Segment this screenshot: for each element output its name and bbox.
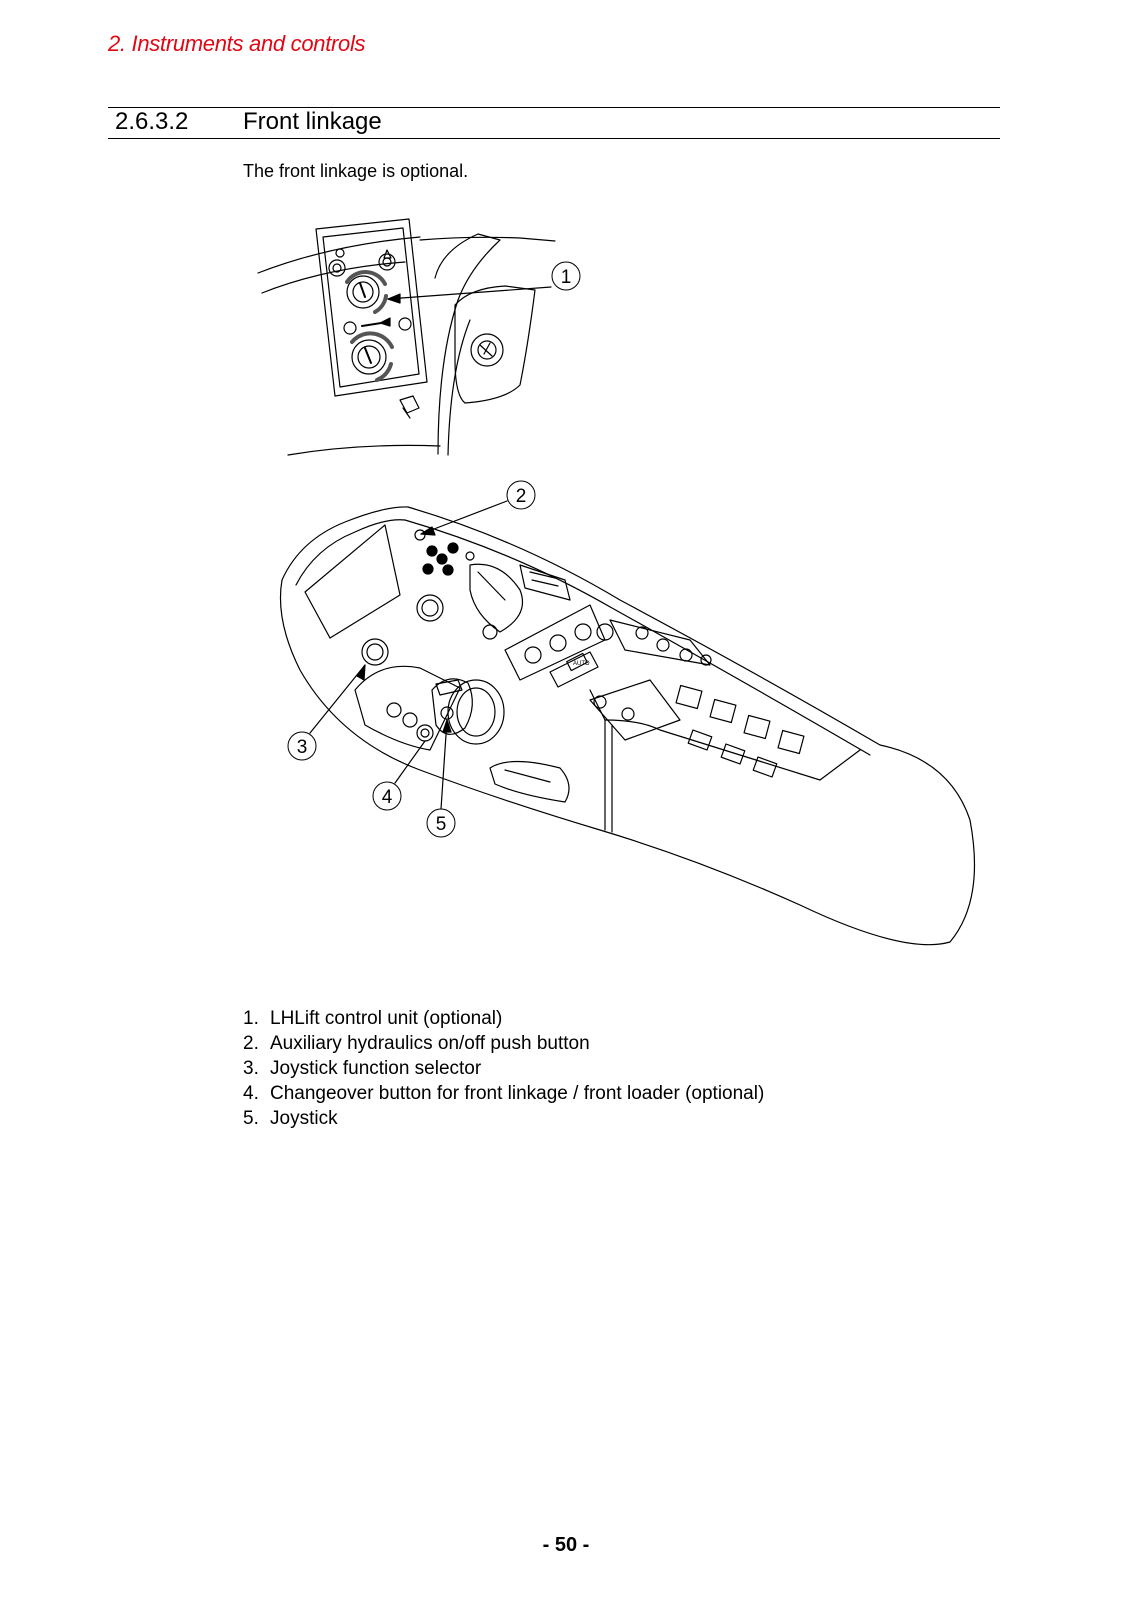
legend-number: 1.	[243, 1008, 259, 1029]
callout-5: 5	[426, 808, 456, 838]
section-rule-top	[108, 107, 1000, 108]
page-number: - 50 -	[542, 1534, 590, 1556]
joystick	[431, 678, 505, 745]
legend-text: Joystick	[270, 1108, 338, 1129]
callout-1: 1	[551, 261, 581, 291]
legend-text: Changeover button for front linkage / fr…	[270, 1083, 765, 1104]
running-head: 2. Instruments and controls	[108, 31, 366, 56]
legend-number: 5.	[243, 1108, 259, 1129]
callout-4: 4	[372, 781, 402, 811]
legend-item: 1. LHLift control unit (optional)	[243, 1006, 764, 1031]
callout-1-label: 1	[561, 267, 572, 288]
legend-item: 5. Joystick	[243, 1106, 764, 1131]
legend-item: 3. Joystick function selector	[243, 1056, 764, 1081]
aux-hydraulics-buttons	[414, 529, 475, 576]
callout-4-label: 4	[382, 787, 393, 808]
section-number: 2.6.3.2	[115, 108, 189, 135]
intro-text: The front linkage is optional.	[243, 161, 469, 181]
lhlift-panel	[315, 218, 428, 397]
auto-label: AUTO	[573, 661, 590, 667]
lhlift-drawing	[257, 218, 556, 456]
callout-2-label: 2	[516, 486, 527, 507]
section-title: Front linkage	[243, 108, 382, 135]
legend-text: Auxiliary hydraulics on/off push button	[270, 1033, 590, 1054]
legend-item: 4. Changeover button for front linkage /…	[243, 1081, 764, 1106]
legend-number: 2.	[243, 1033, 259, 1054]
armrest-drawing: AUTO	[279, 500, 976, 946]
callout-5-label: 5	[436, 814, 447, 835]
legend-item: 2. Auxiliary hydraulics on/off push butt…	[243, 1031, 764, 1056]
callout-2: 2	[506, 480, 536, 510]
figure-legend: 1. LHLift control unit (optional) 2. Aux…	[243, 1006, 764, 1131]
legend-number: 3.	[243, 1058, 259, 1079]
callout-3: 3	[287, 731, 317, 761]
section-rule-bottom	[108, 138, 1000, 139]
callout-3-label: 3	[297, 737, 308, 758]
legend-text: Joystick function selector	[270, 1058, 482, 1079]
controls-illustration: AUTO	[257, 218, 976, 946]
legend-number: 4.	[243, 1083, 259, 1104]
legend-text: LHLift control unit (optional)	[270, 1008, 503, 1029]
lever-bank	[675, 684, 805, 778]
